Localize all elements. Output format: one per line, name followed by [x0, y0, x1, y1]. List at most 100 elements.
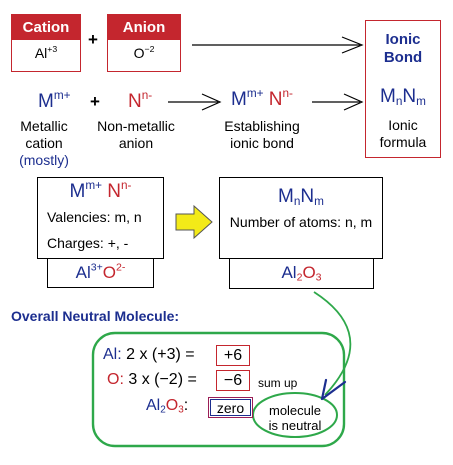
right-card-m: m: [314, 194, 324, 208]
overall-title: Overall Neutral Molecule:: [11, 308, 180, 324]
right-example-al-sub: 2: [296, 271, 303, 284]
anion-header: Anion: [108, 15, 180, 40]
metal-label: Metallic cation (mostly): [8, 118, 80, 169]
o-value: −6: [223, 371, 243, 389]
right-card-formula: MnNm: [220, 186, 382, 208]
zero-box-inner: zero: [210, 399, 251, 416]
ionic-formula-label-2: formula: [379, 134, 427, 150]
arrow-head-1: [341, 36, 364, 54]
bond-nonmetal-charge: n-: [282, 86, 293, 100]
bond-label-1: Establishing: [224, 118, 300, 134]
anion-charge: −2: [144, 43, 155, 54]
plus-sign-top: +: [88, 30, 98, 49]
right-card-N: N: [300, 186, 315, 207]
ionic-bond-title: Ionic Bond: [366, 31, 440, 67]
metal-charge: m+: [53, 88, 71, 102]
nonmetal-label-2: anion: [118, 135, 154, 151]
ionic-bond-line1: Ionic: [385, 31, 421, 48]
right-example-al: Al: [281, 263, 297, 282]
ionic-formula: MnNm: [366, 86, 440, 108]
nonmetal-symbol: Nn-: [128, 88, 153, 112]
arrow-head-2: [201, 93, 222, 111]
molecule-line: Al2O3:: [146, 397, 188, 415]
o-line-expr: 3 x (−2) =: [128, 371, 197, 388]
left-card-valencies: Valencies: m, n: [47, 209, 142, 225]
o-value-box: −6: [216, 370, 250, 391]
o-line: O: 3 x (−2) =: [107, 371, 197, 389]
neutral-label-2: is neutral: [268, 418, 322, 433]
left-card-nonmetal-charge: n-: [121, 178, 132, 192]
cation-value: Al+3: [12, 45, 80, 61]
anion-header-label: Anion: [122, 19, 166, 36]
right-example-o: O: [302, 263, 316, 282]
anion-symbol: O: [133, 45, 145, 61]
left-card-nonmetal: N: [107, 181, 122, 202]
mol-al-sub: 2: [160, 404, 166, 416]
bond-label: Establishing ionic bond: [212, 118, 312, 152]
al-line-label: Al:: [103, 346, 122, 363]
zero-box: zero: [208, 397, 253, 418]
left-card-example: Al3+O2-: [47, 258, 154, 288]
o-line-label: O:: [107, 371, 124, 388]
left-card-charges: Charges: +, -: [47, 235, 129, 251]
example-al-charge: 3+: [90, 261, 103, 274]
bond-formula: Mm+ Nn-: [231, 86, 293, 111]
right-card: MnNm Number of atoms: n, m: [219, 177, 383, 259]
al-line-expr: 2 x (+3) =: [126, 346, 195, 363]
formula-M: M: [380, 86, 396, 107]
neutral-label-1: molecule: [268, 403, 322, 418]
right-card-M: M: [278, 186, 294, 207]
neutral-label: molecule is neutral: [255, 403, 335, 433]
metal-label-3: (mostly): [19, 152, 69, 168]
ionic-formula-label-1: Ionic: [388, 117, 418, 133]
mol-colon: :: [183, 397, 189, 414]
bond-label-2: ionic bond: [230, 135, 294, 151]
mol-o-sub: 3: [178, 404, 184, 416]
formula-sub-m: m: [416, 94, 426, 108]
right-card-n: n: [293, 194, 301, 208]
navy-arrowhead-icon: [320, 378, 347, 401]
yellow-arrow-icon: [175, 204, 213, 240]
left-card-metal: M: [69, 181, 86, 202]
al-value: +6: [223, 346, 243, 364]
ionic-bond-line2: Bond: [383, 49, 423, 66]
example-al: Al: [75, 263, 91, 282]
left-card-metal-charge: m+: [85, 178, 102, 192]
ionic-formula-label: Ionic formula: [366, 117, 440, 151]
cation-charge: +3: [47, 43, 58, 54]
metal-label-2: cation: [25, 135, 63, 151]
green-curve-arrow: [313, 291, 352, 396]
ionic-bond-box: Ionic Bond MnNm Ionic formula: [365, 20, 441, 158]
mol-o: O: [165, 397, 179, 414]
right-card-example: Al2O3: [229, 258, 374, 289]
al-line: Al: 2 x (+3) =: [103, 346, 195, 364]
bond-nonmetal: N: [268, 89, 283, 110]
formula-N: N: [402, 86, 417, 107]
mol-al: Al: [146, 397, 161, 414]
nonmetal-label: Non-metallic anion: [86, 118, 186, 152]
arrow-head-3: [343, 93, 364, 111]
cation-box: Cation Al+3: [11, 14, 81, 72]
metal-label-1: Metallic: [20, 118, 68, 134]
bond-metal: M: [231, 89, 247, 110]
nonmetal-label-1: Non-metallic: [97, 118, 175, 134]
cation-header-label: Cation: [22, 19, 70, 36]
metal-symbol: Mm+: [38, 88, 71, 112]
sum-up-label: sum up: [258, 376, 298, 390]
zero-value: zero: [216, 399, 245, 416]
al-value-box: +6: [216, 345, 250, 366]
cation-symbol: Al: [34, 45, 48, 61]
left-card: Mm+ Nn- Valencies: m, n Charges: +, -: [37, 177, 164, 259]
right-example-o-sub: 3: [315, 271, 322, 284]
example-o: O: [102, 263, 116, 282]
formula-sub-n: n: [395, 94, 403, 108]
left-example-formula: Al3+O2-: [48, 261, 153, 283]
bond-metal-charge: m+: [246, 86, 264, 100]
left-card-formula: Mm+ Nn-: [38, 178, 163, 203]
example-o-charge: 2-: [116, 261, 126, 274]
right-card-atoms: Number of atoms: n, m: [229, 214, 373, 230]
anion-box: Anion O−2: [107, 14, 181, 72]
cation-header: Cation: [12, 15, 80, 40]
plus-sign-row2: +: [90, 92, 100, 111]
nonmetal-charge: n-: [141, 88, 153, 102]
